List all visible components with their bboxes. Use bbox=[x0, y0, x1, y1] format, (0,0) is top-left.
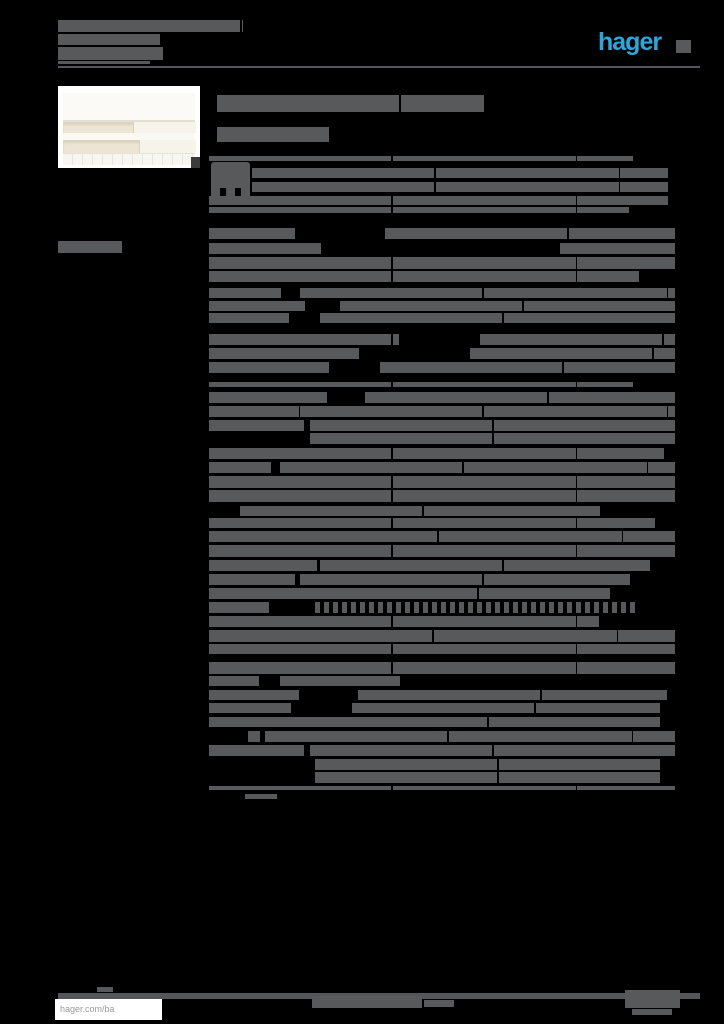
image-corner-mark bbox=[191, 157, 200, 168]
footer-url-box: hager.com/ba bbox=[55, 999, 162, 1020]
redacted-text-bar bbox=[209, 745, 304, 756]
redacted-text-bar bbox=[58, 61, 150, 64]
redacted-text-bar bbox=[58, 241, 122, 253]
redacted-text-bar bbox=[209, 313, 289, 323]
redacted-text-bar bbox=[209, 257, 675, 269]
redacted-text-bar bbox=[252, 182, 668, 192]
redacted-text-bar bbox=[209, 476, 675, 488]
redacted-text-bar bbox=[217, 95, 484, 112]
redacted-text-bar bbox=[217, 127, 329, 142]
redacted-text-bar bbox=[300, 574, 630, 585]
redacted-text-bar bbox=[209, 243, 321, 254]
redacted-text-bar bbox=[209, 616, 599, 627]
redacted-text-bar bbox=[300, 406, 675, 417]
redacted-text-bar bbox=[632, 1009, 672, 1015]
redacted-text-bar bbox=[252, 168, 668, 178]
header-divider bbox=[58, 66, 700, 68]
redacted-text-bar bbox=[300, 288, 675, 298]
redacted-text-bar bbox=[248, 731, 260, 742]
redacted-text-bar bbox=[209, 462, 271, 473]
trunking-channel-1 bbox=[63, 122, 195, 133]
redacted-text-bar bbox=[209, 288, 281, 298]
redacted-text-bar bbox=[58, 47, 163, 60]
redacted-text-bar bbox=[315, 759, 660, 770]
redacted-text-bar bbox=[280, 462, 675, 473]
redacted-text-bar bbox=[245, 794, 277, 799]
redacted-text-bar bbox=[315, 772, 660, 783]
redacted-text-bar bbox=[380, 362, 675, 373]
redacted-text-bar bbox=[358, 690, 667, 700]
redacted-text-bar bbox=[295, 588, 610, 599]
redacted-text-bar bbox=[209, 382, 633, 387]
redacted-text-bar bbox=[209, 406, 299, 417]
redacted-text-bar bbox=[385, 228, 675, 239]
redacted-text-bar bbox=[209, 348, 359, 359]
redacted-text-bar bbox=[280, 676, 400, 686]
redacted-text-bar bbox=[209, 662, 675, 674]
redacted-text-bar bbox=[209, 574, 295, 585]
redacted-text-bar bbox=[470, 348, 675, 359]
redacted-text-bar bbox=[209, 703, 291, 713]
redacted-text-bar bbox=[352, 703, 660, 713]
redacted-text-bar bbox=[312, 996, 422, 1008]
redacted-text-bar bbox=[310, 420, 675, 431]
redacted-text-bar bbox=[209, 786, 675, 790]
trunking-cover-2 bbox=[139, 140, 196, 153]
redacted-text-bar bbox=[320, 560, 650, 571]
redacted-text-bar bbox=[250, 630, 675, 642]
redacted-text-bar bbox=[209, 676, 259, 686]
redacted-text-bar bbox=[58, 20, 243, 32]
redacted-text-bar bbox=[209, 271, 639, 282]
redacted-text-bar bbox=[209, 545, 675, 557]
redacted-text-bar bbox=[480, 334, 675, 345]
trunking-base bbox=[63, 153, 195, 165]
footer-url-link[interactable]: hager.com/ba bbox=[60, 1004, 115, 1014]
redacted-text-bar bbox=[209, 644, 675, 654]
redacted-text-bar bbox=[265, 731, 675, 742]
redacted-text-bar bbox=[310, 745, 675, 756]
redacted-text-bar bbox=[209, 362, 329, 373]
redacted-text-bar bbox=[209, 717, 339, 727]
redacted-text-bar bbox=[255, 531, 675, 542]
product-image bbox=[58, 86, 200, 168]
redacted-text-bar bbox=[209, 448, 664, 459]
redacted-text-bar bbox=[209, 690, 299, 700]
redacted-text-bar bbox=[340, 301, 675, 311]
redacted-text-bar bbox=[240, 506, 600, 516]
redacted-text-bar bbox=[424, 1000, 454, 1007]
redacted-text-bar bbox=[97, 987, 113, 992]
redacted-text-bar bbox=[625, 990, 680, 1008]
redacted-text-bar bbox=[560, 243, 675, 254]
hager-logo: hager bbox=[598, 28, 662, 56]
redacted-text-bar bbox=[209, 560, 317, 571]
redacted-text-bar bbox=[209, 207, 629, 213]
redacted-text-bar bbox=[209, 588, 349, 599]
redacted-text-bar bbox=[209, 420, 304, 431]
logo-registered-mark bbox=[676, 40, 691, 53]
redacted-text-bar bbox=[365, 392, 675, 403]
redacted-text-bar bbox=[209, 531, 289, 542]
redacted-text-bar bbox=[209, 490, 675, 502]
redacted-text-bar bbox=[209, 602, 269, 613]
redacted-text-bar bbox=[315, 602, 635, 613]
redacted-text-bar bbox=[320, 313, 675, 323]
redacted-text-bar bbox=[209, 518, 655, 528]
redacted-text-bar bbox=[209, 196, 668, 205]
trunking-lid bbox=[63, 93, 195, 122]
redacted-text-bar bbox=[58, 34, 160, 45]
trunking-cover-1 bbox=[133, 122, 196, 133]
redacted-text-bar bbox=[209, 301, 305, 311]
redacted-text-bar bbox=[209, 334, 399, 345]
redacted-text-bar bbox=[209, 156, 633, 161]
redacted-text-bar bbox=[305, 717, 660, 727]
redacted-text-bar bbox=[209, 228, 295, 239]
redacted-text-bar bbox=[310, 433, 675, 444]
redacted-text-bar bbox=[209, 392, 327, 403]
